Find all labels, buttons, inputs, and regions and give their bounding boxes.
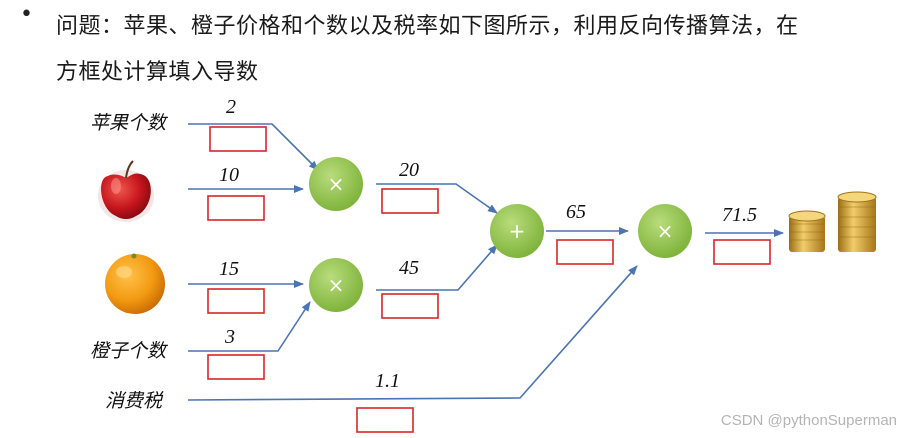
value-sum: 65: [566, 201, 586, 223]
gradient-box-orange-total[interactable]: [381, 293, 439, 319]
edge-tax-to-mul3: [187, 265, 638, 401]
bullet: •: [20, 2, 33, 27]
node-mul3: ×: [638, 204, 692, 258]
node-mul1-op: ×: [328, 172, 345, 196]
value-apple-count: 2: [226, 96, 236, 118]
gradient-box-apple-count[interactable]: [209, 126, 267, 152]
value-orange-price: 15: [219, 258, 239, 280]
value-tax: 1.1: [375, 370, 400, 392]
watermark: CSDN @pythonSuperman: [721, 412, 897, 429]
gradient-box-result[interactable]: [713, 239, 771, 265]
node-add: +: [490, 204, 544, 258]
node-mul3-op: ×: [657, 219, 674, 243]
node-mul2: ×: [309, 258, 363, 312]
label-tax: 消费税: [105, 390, 164, 412]
edge-mul1-to-add: [376, 183, 498, 214]
gradient-box-tax[interactable]: [356, 407, 414, 433]
value-orange-total: 45: [399, 257, 419, 279]
orange-icon: [105, 253, 165, 314]
node-add-op: +: [509, 219, 526, 243]
label-apple-count: 苹果个数: [90, 112, 169, 134]
value-apple-price: 10: [219, 164, 239, 186]
label-orange-count: 橙子个数: [90, 340, 169, 362]
gradient-box-apple-total[interactable]: [381, 188, 439, 214]
coins-icon: [788, 191, 877, 252]
question-line-1: 问题：苹果、橙子价格和个数以及税率如下图所示，利用反向传播算法，在: [56, 14, 799, 39]
node-mul1: ×: [309, 157, 363, 211]
value-orange-count: 3: [224, 326, 235, 348]
gradient-box-sum[interactable]: [556, 239, 614, 265]
edge-mul2-to-add: [376, 244, 498, 291]
gradient-box-orange-price[interactable]: [207, 288, 265, 314]
node-mul2-op: ×: [328, 273, 345, 297]
edge-orange-count-to-mul2: [188, 301, 311, 352]
value-apple-total: 20: [399, 159, 419, 181]
apple-icon: [98, 160, 154, 222]
edge-apple-count-to-mul1: [188, 123, 319, 171]
gradient-box-apple-price[interactable]: [207, 195, 265, 221]
value-result: 71.5: [722, 204, 757, 226]
question-line-2: 方框处计算填入导数: [56, 60, 259, 85]
edges: [187, 123, 784, 401]
gradient-box-orange-count[interactable]: [207, 354, 265, 380]
